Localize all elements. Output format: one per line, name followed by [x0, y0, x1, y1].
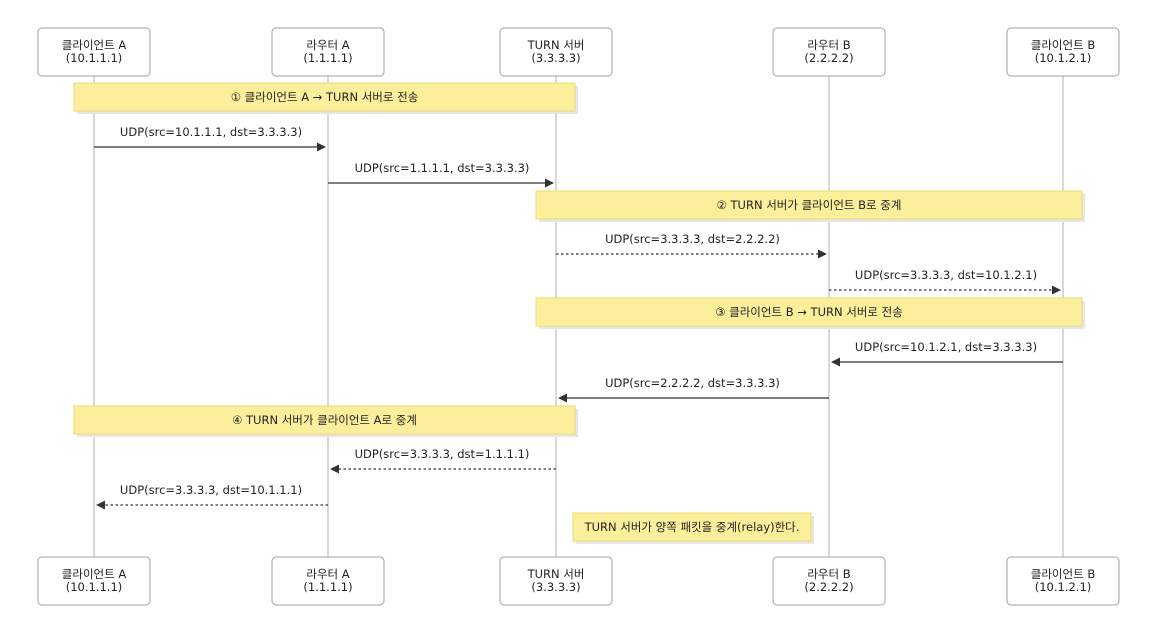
note-text: ③ 클라이언트 B → TURN 서버로 전송	[715, 305, 903, 319]
participant-name: 클라이언트 A	[62, 567, 127, 581]
participant-client-a-bottom: 클라이언트 A(10.1.1.1)	[37, 556, 151, 606]
participant-box	[271, 27, 385, 77]
message-12: UDP(src=3.3.3.3, dst=10.1.1.1)	[96, 483, 328, 510]
participant-address: (10.1.1.1)	[66, 51, 123, 65]
message-label: UDP(src=3.3.3.3, dst=10.1.2.1)	[855, 268, 1037, 282]
note-box	[535, 297, 1083, 327]
participant-address: (2.2.2.2)	[804, 51, 853, 65]
participant-client-a-top: 클라이언트 A(10.1.1.1)	[37, 27, 151, 77]
participant-router-b-top: 라우터 B(2.2.2.2)	[772, 27, 886, 77]
participant-name: TURN 서버	[527, 38, 585, 52]
message-6: UDP(src=3.3.3.3, dst=10.1.2.1)	[829, 268, 1061, 295]
note-box	[73, 82, 576, 112]
message-label: UDP(src=2.2.2.2, dst=3.3.3.3)	[605, 376, 780, 390]
message-11: UDP(src=3.3.3.3, dst=1.1.1.1)	[330, 447, 556, 474]
message-3: UDP(src=1.1.1.1, dst=3.3.3.3)	[328, 161, 554, 188]
participant-address: (1.1.1.1)	[303, 51, 352, 65]
message-label: UDP(src=3.3.3.3, dst=2.2.2.2)	[605, 232, 780, 246]
participant-name: 라우터 B	[807, 38, 850, 52]
note-13: TURN 서버가 양쪽 패킷을 중계(relay)한다.	[572, 512, 814, 544]
participant-name: 라우터 A	[306, 567, 349, 581]
participant-box	[37, 556, 151, 606]
participant-box	[1006, 27, 1120, 77]
note-box	[535, 190, 1083, 220]
participant-name: 클라이언트 B	[1031, 567, 1096, 581]
message-8: UDP(src=10.1.2.1, dst=3.3.3.3)	[831, 340, 1063, 367]
message-9: UDP(src=2.2.2.2, dst=3.3.3.3)	[558, 376, 829, 403]
participant-client-b-top: 클라이언트 B(10.1.2.1)	[1006, 27, 1120, 77]
note-text: TURN 서버가 양쪽 패킷을 중계(relay)한다.	[584, 520, 800, 534]
participant-address: (10.1.2.1)	[1035, 580, 1092, 594]
participant-address: (10.1.1.1)	[66, 580, 123, 594]
note-1: ① 클라이언트 A → TURN 서버로 전송	[73, 82, 578, 114]
participant-box	[1006, 556, 1120, 606]
participant-turn-server-bottom: TURN 서버(3.3.3.3)	[499, 556, 613, 606]
participant-name: 라우터 A	[306, 38, 349, 52]
participant-address: (3.3.3.3)	[531, 580, 580, 594]
participants: 클라이언트 A(10.1.1.1)클라이언트 A(10.1.1.1)라우터 A(…	[37, 27, 1120, 606]
participant-box	[37, 27, 151, 77]
participant-address: (3.3.3.3)	[531, 51, 580, 65]
participant-name: 클라이언트 A	[62, 38, 127, 52]
message-label: UDP(src=3.3.3.3, dst=10.1.1.1)	[120, 483, 302, 497]
participant-address: (2.2.2.2)	[804, 580, 853, 594]
participant-address: (1.1.1.1)	[303, 580, 352, 594]
note-box	[73, 405, 576, 435]
participant-name: 라우터 B	[807, 567, 850, 581]
participant-name: TURN 서버	[527, 567, 585, 581]
participant-router-a-bottom: 라우터 A(1.1.1.1)	[271, 556, 385, 606]
note-text: ① 클라이언트 A → TURN 서버로 전송	[231, 90, 419, 104]
steps: ① 클라이언트 A → TURN 서버로 전송 UDP(src=10.1.1.1,…	[73, 82, 1085, 544]
note-text: ② TURN 서버가 클라이언트 B로 중계	[717, 198, 902, 212]
message-2: UDP(src=10.1.1.1, dst=3.3.3.3)	[94, 125, 326, 152]
message-label: UDP(src=3.3.3.3, dst=1.1.1.1)	[355, 447, 530, 461]
participant-box	[499, 27, 613, 77]
participant-router-a-top: 라우터 A(1.1.1.1)	[271, 27, 385, 77]
message-label: UDP(src=10.1.1.1, dst=3.3.3.3)	[120, 125, 302, 139]
note-7: ③ 클라이언트 B → TURN 서버로 전송	[535, 297, 1085, 329]
participant-address: (10.1.2.1)	[1035, 51, 1092, 65]
participant-client-b-bottom: 클라이언트 B(10.1.2.1)	[1006, 556, 1120, 606]
participant-box	[772, 27, 886, 77]
message-label: UDP(src=1.1.1.1, dst=3.3.3.3)	[355, 161, 530, 175]
note-10: ④ TURN 서버가 클라이언트 A로 중계	[73, 405, 578, 437]
participant-box	[271, 556, 385, 606]
note-text: ④ TURN 서버가 클라이언트 A로 중계	[232, 413, 417, 427]
note-box	[572, 512, 812, 542]
participant-turn-server-top: TURN 서버(3.3.3.3)	[499, 27, 613, 77]
participant-name: 클라이언트 B	[1031, 38, 1096, 52]
participant-box	[772, 556, 886, 606]
note-4: ② TURN 서버가 클라이언트 B로 중계	[535, 190, 1085, 222]
participant-box	[499, 556, 613, 606]
participant-router-b-bottom: 라우터 B(2.2.2.2)	[772, 556, 886, 606]
message-label: UDP(src=10.1.2.1, dst=3.3.3.3)	[855, 340, 1037, 354]
message-5: UDP(src=3.3.3.3, dst=2.2.2.2)	[556, 232, 827, 259]
